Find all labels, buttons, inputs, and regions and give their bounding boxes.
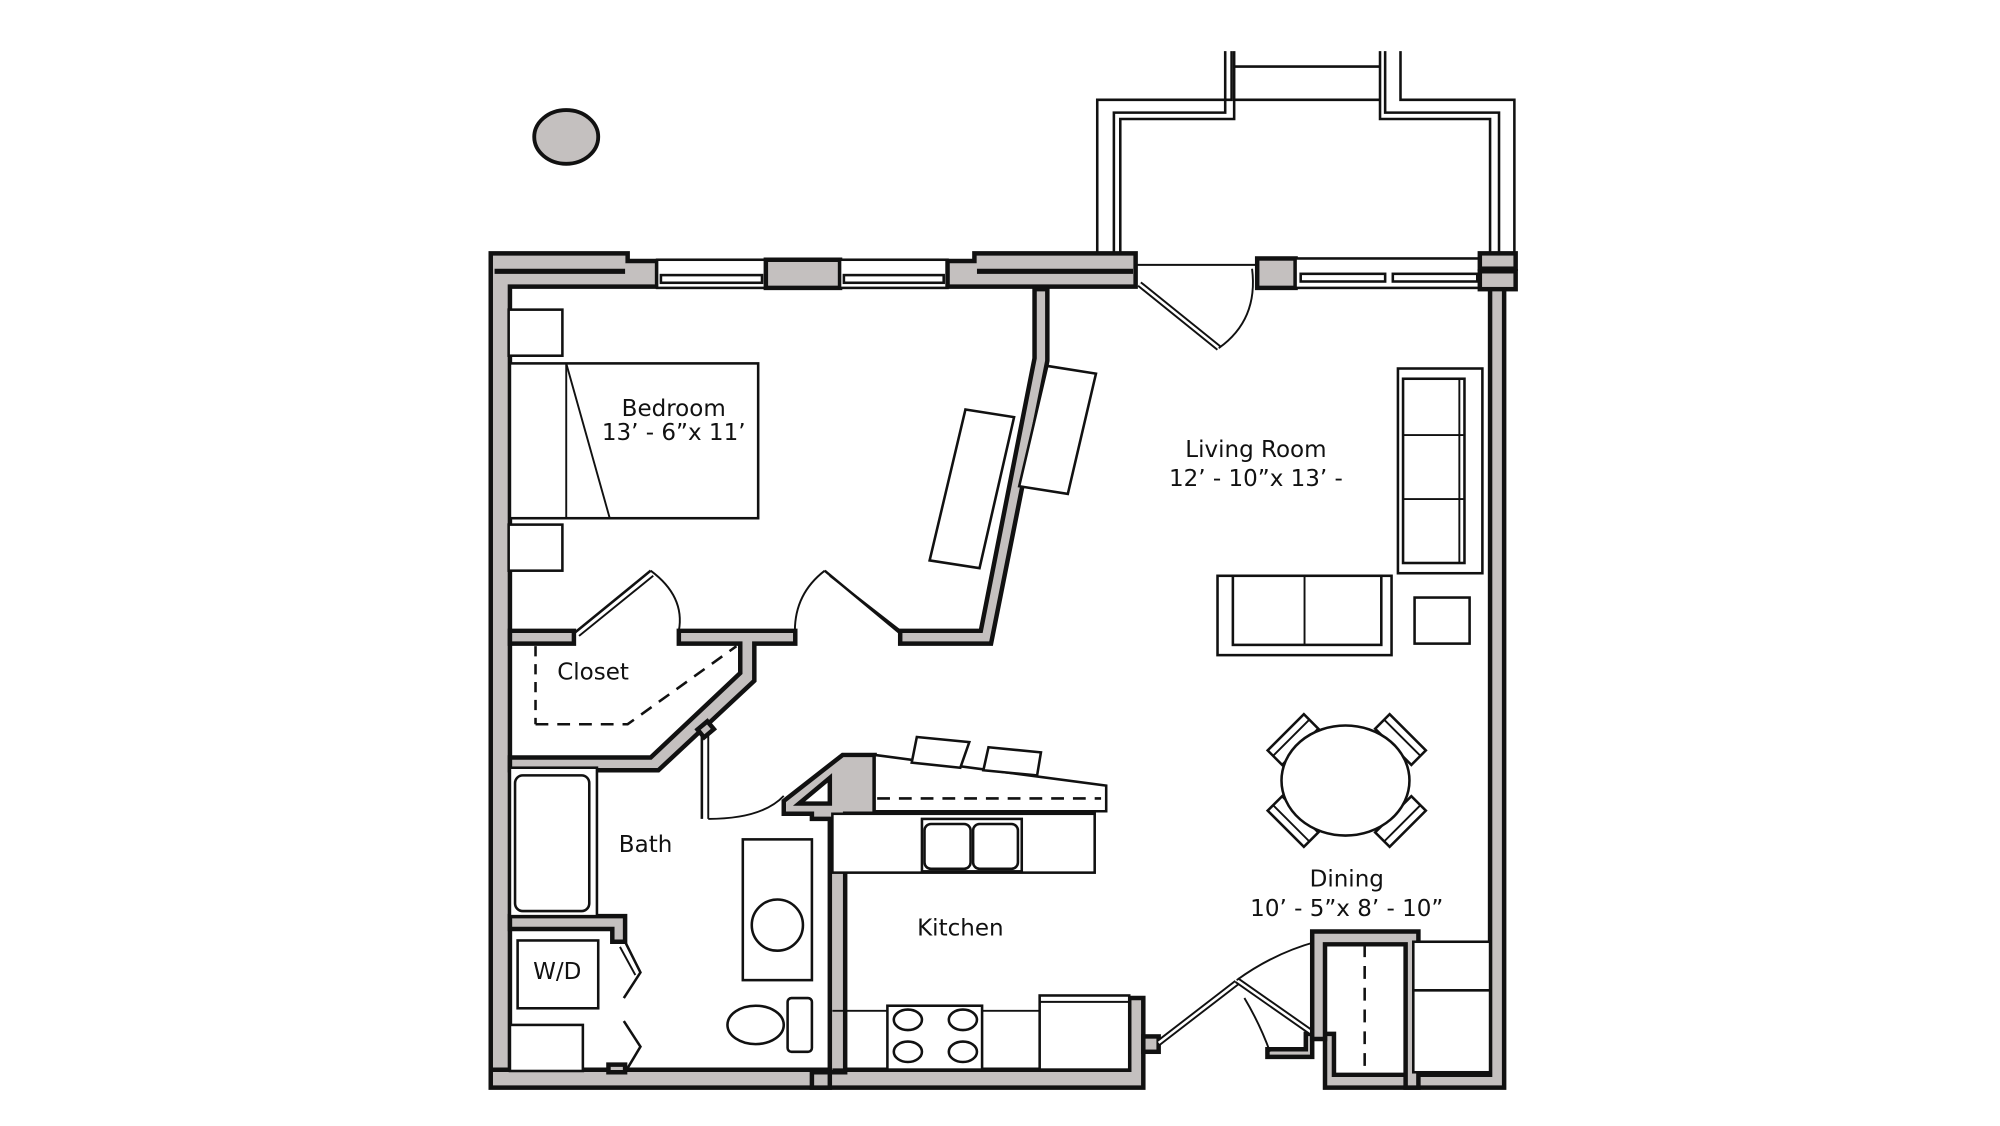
dining-label: Dining bbox=[1310, 867, 1384, 893]
bath-door[interactable] bbox=[700, 734, 785, 820]
laundry-label: W/D bbox=[533, 959, 581, 985]
kitchen-island bbox=[873, 735, 1108, 813]
stove bbox=[886, 1004, 984, 1071]
toilet bbox=[726, 1004, 786, 1046]
refrigerator bbox=[1038, 994, 1131, 1071]
bedroom-wall bbox=[897, 286, 1050, 646]
sofa bbox=[1396, 367, 1484, 575]
balcony-door[interactable] bbox=[1137, 268, 1254, 351]
washer-dryer bbox=[516, 939, 600, 1010]
loveseat bbox=[1216, 574, 1393, 657]
bed bbox=[507, 308, 760, 572]
bath-walls bbox=[507, 913, 628, 944]
kitchen-sink bbox=[920, 817, 1024, 873]
exterior-walls bbox=[488, 251, 1518, 1090]
laundry-door[interactable] bbox=[619, 941, 642, 1073]
living-room-size: 12’ - 10”x 13’ - bbox=[1169, 466, 1343, 492]
closet-label: Closet bbox=[557, 659, 629, 685]
kitchen-label: Kitchen bbox=[917, 915, 1004, 941]
closet-walls bbox=[507, 628, 577, 646]
bedroom-doors[interactable] bbox=[573, 569, 902, 640]
dining-table bbox=[1265, 712, 1428, 849]
closet-shelf bbox=[535, 645, 738, 726]
end-table bbox=[1413, 596, 1471, 645]
bedroom-label: Bedroom bbox=[622, 396, 726, 422]
living-room-label: Living Room bbox=[1185, 437, 1326, 463]
balcony bbox=[1095, 51, 1516, 254]
entry-door[interactable] bbox=[1156, 940, 1317, 1053]
bath-label: Bath bbox=[619, 832, 673, 858]
bedroom-size: 13’ - 6”x 11’ bbox=[602, 420, 746, 446]
bedroom-dresser bbox=[928, 364, 1098, 570]
dining-size: 10’ - 5”x 8’ - 10” bbox=[1250, 896, 1443, 922]
north-marker-icon bbox=[532, 108, 601, 166]
